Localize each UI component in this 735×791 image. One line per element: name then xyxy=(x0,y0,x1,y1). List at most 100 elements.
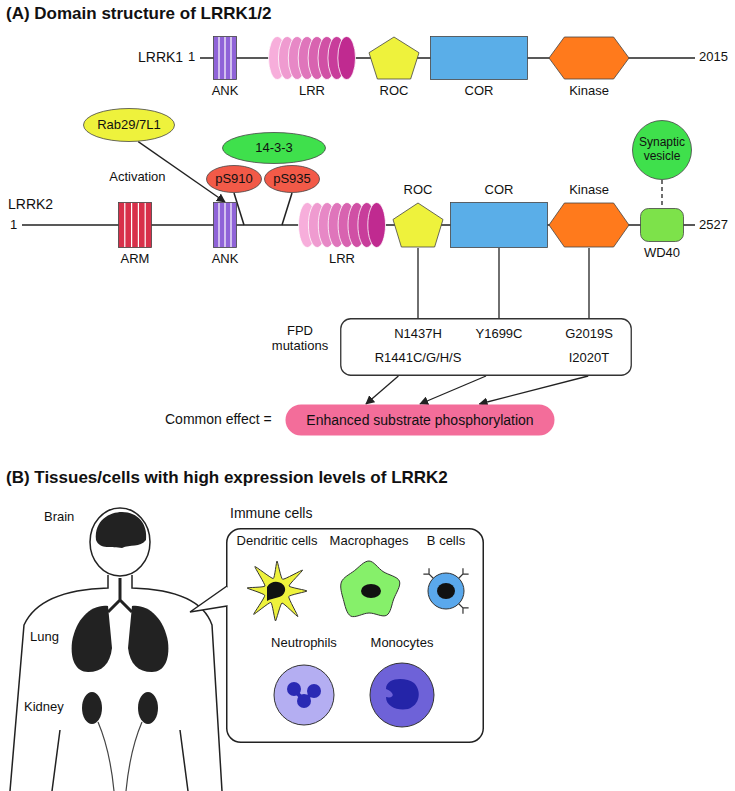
protein-name: LRRK2 xyxy=(8,196,53,212)
node-text: Dendritic cells xyxy=(237,534,318,549)
edge-label: Activation xyxy=(107,170,167,185)
organ-label: Kidney xyxy=(24,700,64,715)
node-text: Kinase xyxy=(569,84,609,99)
connector xyxy=(479,376,588,404)
mono-cell-drawing xyxy=(354,654,450,736)
residue-number: 2015 xyxy=(699,50,728,65)
bcell-cell-drawing xyxy=(414,552,478,630)
cor-domain: COR xyxy=(430,36,528,80)
cell-icon: B cells xyxy=(414,534,478,630)
roc-domain: ROC xyxy=(392,202,444,248)
panel-title: (B) Tissues/cells with high expression l… xyxy=(6,468,448,488)
ank-domain: ANK xyxy=(213,202,237,248)
mutation-box: FPD mutationsN1437HY1699CG2019SR1441C/G/… xyxy=(340,318,632,376)
residue-number: 2527 xyxy=(699,218,728,233)
node-text: Kinase xyxy=(569,183,609,198)
binding-protein-ellipse: 14-3-3 xyxy=(222,132,326,164)
arm-domain-outline xyxy=(118,202,152,248)
node-text: ROC xyxy=(404,183,433,198)
callout-tail xyxy=(190,586,227,612)
arm-domain: ARM xyxy=(118,202,152,248)
lung xyxy=(128,606,168,672)
node-text: B cells xyxy=(427,534,465,549)
wd40-domain-outline xyxy=(640,208,684,242)
kinase-domain: Kinase xyxy=(548,202,630,248)
roc-domain: ROC xyxy=(368,36,420,80)
roc-domain-outline xyxy=(392,202,444,248)
lrr-domain: LRR xyxy=(298,202,386,248)
node-text: COR xyxy=(465,84,494,99)
wd40-domain: WD40 xyxy=(640,208,684,242)
connector xyxy=(498,248,499,318)
node-text: Immune cells xyxy=(230,505,312,521)
human-figure xyxy=(10,508,222,791)
trachea xyxy=(108,578,132,612)
cor-domain: COR xyxy=(450,202,548,248)
node-text: Y1699C xyxy=(476,327,523,342)
macro-cell-drawing xyxy=(322,552,416,630)
immune-callout-box: Immune cellsDendritic cellsMacrophagesB … xyxy=(226,528,484,743)
node-text: 14-3-3 xyxy=(255,141,293,156)
node-text: pS910 xyxy=(215,172,253,187)
immune-callout-box-outline xyxy=(226,528,484,743)
node-text: pS935 xyxy=(273,172,311,187)
cor-domain-outline xyxy=(450,202,548,248)
kinase-domain-outline xyxy=(548,36,630,80)
node-text: ANK xyxy=(212,84,239,99)
kidney xyxy=(82,692,102,724)
node-text: G2019S xyxy=(565,327,613,342)
cell-icon: Neutrophils xyxy=(256,636,352,736)
connector xyxy=(366,376,398,404)
ank-domain-outline xyxy=(213,36,237,80)
kinase-domain: Kinase xyxy=(548,36,630,80)
ureter xyxy=(98,722,142,791)
node-text: ARM xyxy=(121,252,150,267)
organ-label: Lung xyxy=(30,630,59,645)
cell-icon: Monocytes xyxy=(354,636,450,736)
phospho-site-line xyxy=(282,193,292,225)
node-text: Macrophages xyxy=(330,534,409,549)
cell-icon: Dendritic cells xyxy=(230,534,324,630)
residue-number: 1 xyxy=(188,50,195,65)
protein-name: LRRK1 xyxy=(138,49,183,65)
node-text: FPD mutations xyxy=(267,324,333,354)
phospho-site: pS910 xyxy=(206,165,262,193)
node-text: N1437H xyxy=(394,327,442,342)
panel-title: (A) Domain structure of LRRK1/2 xyxy=(6,4,271,24)
residue-number: 1 xyxy=(10,218,17,233)
cor-domain-outline xyxy=(430,36,528,80)
effect-pill: Enhanced substrate phosphorylation xyxy=(285,404,555,436)
connector xyxy=(417,248,418,318)
lrr-domain-outline xyxy=(298,202,386,248)
node-text: COR xyxy=(485,183,514,198)
node-text: R1441C/G/H/S xyxy=(375,351,462,366)
effect-label: Common effect = xyxy=(165,411,272,427)
node-text: Synaptic vesicle xyxy=(633,136,691,164)
dendritic-cell-drawing xyxy=(230,552,324,630)
connector xyxy=(588,248,589,318)
roc-domain-outline xyxy=(368,36,420,80)
cell-icon: Macrophages xyxy=(322,534,416,630)
node-text: Monocytes xyxy=(371,636,434,651)
ank-domain: ANK xyxy=(213,36,237,80)
neutro-cell-drawing xyxy=(256,654,352,736)
activator-ellipse: Rab29/7L1 xyxy=(83,108,175,142)
lung xyxy=(72,606,112,672)
node-text: ANK xyxy=(212,252,239,267)
phospho-site: pS935 xyxy=(264,165,320,193)
body-outline xyxy=(10,575,222,791)
ank-domain-outline xyxy=(213,202,237,248)
node-text: I2020T xyxy=(569,351,609,366)
node-text: Neutrophils xyxy=(271,636,337,651)
lrr-domain: LRR xyxy=(268,36,356,80)
connector xyxy=(661,180,662,208)
vesicle-circle: Synaptic vesicle xyxy=(632,120,692,180)
organ-label: Brain xyxy=(44,510,74,525)
brain xyxy=(96,512,146,548)
node-text: Enhanced substrate phosphorylation xyxy=(306,412,533,428)
node-text: Rab29/7L1 xyxy=(97,118,161,133)
kidney xyxy=(138,692,158,724)
node-text: WD40 xyxy=(644,246,680,261)
kinase-domain-outline xyxy=(548,202,630,248)
